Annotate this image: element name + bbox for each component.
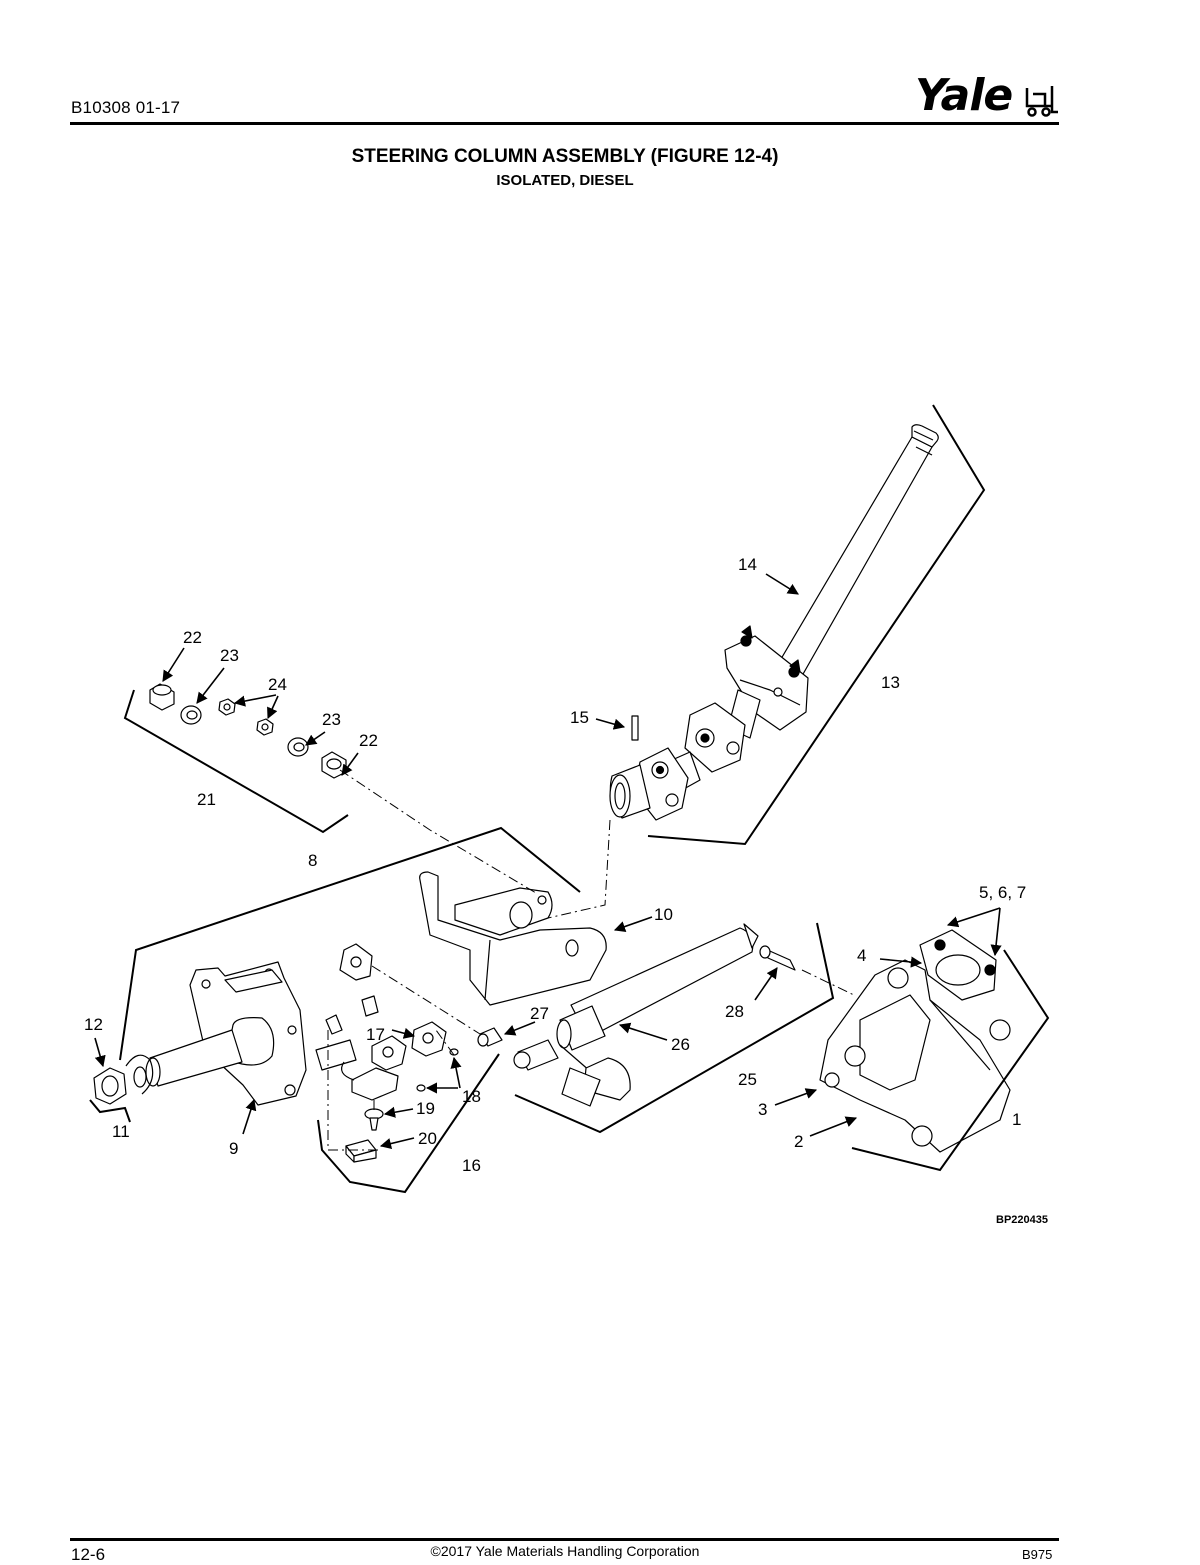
figure-id: BP220435 bbox=[996, 1214, 1048, 1226]
leader-28 bbox=[754, 967, 778, 1001]
leader-5-7b bbox=[990, 907, 1002, 957]
leader-5-7a bbox=[946, 907, 1001, 928]
column-base-housing bbox=[819, 959, 1011, 1153]
callout-labels: 1 2 3 4 5, 6, 7 8 9 10 11 12 13 14 15 16… bbox=[84, 555, 1026, 1175]
callout-13: 13 bbox=[881, 673, 900, 692]
callout-25: 25 bbox=[738, 1070, 757, 1089]
callout-9: 9 bbox=[229, 1139, 238, 1158]
leader-18a bbox=[450, 1056, 462, 1089]
callout-26: 26 bbox=[671, 1035, 690, 1054]
gas-spring bbox=[513, 923, 759, 1071]
callout-18: 18 bbox=[462, 1087, 481, 1106]
leader-2 bbox=[809, 1116, 858, 1137]
callout-14: 14 bbox=[738, 555, 757, 574]
copyright-notice: ©2017 Yale Materials Handling Corporatio… bbox=[430, 1543, 700, 1559]
stud-22-left bbox=[149, 683, 175, 711]
callout-22-left: 22 bbox=[183, 628, 202, 647]
leader-24a bbox=[233, 694, 277, 707]
column-mount-bracket bbox=[724, 625, 809, 731]
document-code: B10308 01-17 bbox=[71, 98, 181, 117]
callout-8: 8 bbox=[308, 851, 317, 870]
callout-23-left: 23 bbox=[220, 646, 239, 665]
callout-1: 1 bbox=[1012, 1110, 1021, 1129]
roll-pin bbox=[631, 715, 639, 741]
clip-17 bbox=[371, 1021, 447, 1071]
tilt-latch-plate bbox=[315, 1014, 357, 1071]
spacer-27 bbox=[477, 1027, 503, 1047]
leader-10 bbox=[613, 916, 653, 932]
gas-spring-release-lever bbox=[559, 1044, 631, 1107]
publication-code: B975 bbox=[1022, 1547, 1053, 1562]
leader-17 bbox=[391, 1027, 416, 1039]
callout-27: 27 bbox=[530, 1004, 549, 1023]
grouping-brackets bbox=[89, 404, 1050, 1194]
insert-20 bbox=[345, 1139, 377, 1163]
leader-12 bbox=[94, 1037, 106, 1068]
yale-logo: Yale bbox=[915, 70, 1058, 121]
callout-3: 3 bbox=[758, 1100, 767, 1119]
stud-22-right bbox=[321, 751, 347, 779]
universal-joint-lower bbox=[609, 747, 689, 821]
callout-17: 17 bbox=[366, 1025, 385, 1044]
callout-22-right: 22 bbox=[359, 731, 378, 750]
snap-ring-11 bbox=[125, 1054, 154, 1095]
callout-11: 11 bbox=[112, 1122, 130, 1141]
tilt-pivot-bracket bbox=[419, 871, 607, 1006]
leader-27 bbox=[503, 1021, 536, 1036]
hex-nut-12 bbox=[93, 1067, 127, 1105]
leader-3 bbox=[774, 1088, 818, 1106]
callout-28: 28 bbox=[725, 1002, 744, 1021]
figure-title: STEERING COLUMN ASSEMBLY (FIGURE 12-4) bbox=[351, 146, 779, 167]
header-rule bbox=[70, 122, 1059, 125]
logo-wordmark: Yale bbox=[915, 70, 1012, 121]
leader-9 bbox=[242, 1098, 257, 1135]
isolator-mount-4 bbox=[919, 929, 997, 1001]
switch-connector bbox=[341, 1061, 399, 1101]
steering-shaft bbox=[764, 424, 939, 698]
leader-22b bbox=[341, 752, 359, 776]
callout-19: 19 bbox=[416, 1099, 435, 1118]
leader-14 bbox=[765, 573, 799, 595]
callout-2: 2 bbox=[794, 1132, 803, 1151]
nut-24-left bbox=[218, 698, 236, 716]
callout-10: 10 bbox=[654, 905, 673, 924]
leader-4 bbox=[879, 956, 923, 968]
callout-23-right: 23 bbox=[322, 710, 341, 729]
callout-15: 15 bbox=[570, 708, 589, 727]
lever-pivot bbox=[339, 943, 379, 1017]
leader-20 bbox=[379, 1137, 415, 1150]
callout-16: 16 bbox=[462, 1156, 481, 1175]
callout-12: 12 bbox=[84, 1015, 103, 1034]
leader-19 bbox=[383, 1106, 414, 1118]
nut-24-right bbox=[256, 718, 274, 736]
leader-23a bbox=[196, 667, 225, 704]
washer-23-right bbox=[287, 737, 309, 757]
leader-22a bbox=[162, 647, 185, 682]
leader-26 bbox=[618, 1022, 668, 1041]
leader-15 bbox=[595, 718, 626, 730]
screw-18 bbox=[416, 1048, 459, 1092]
callout-24: 24 bbox=[268, 675, 287, 694]
callout-20: 20 bbox=[418, 1129, 437, 1148]
pin-28 bbox=[759, 945, 796, 971]
callout-21: 21 bbox=[197, 790, 216, 809]
washer-23-left bbox=[180, 705, 202, 725]
screw-19 bbox=[364, 1108, 384, 1131]
leader-24b bbox=[267, 695, 279, 720]
leader-23b bbox=[305, 731, 326, 746]
figure-subtitle: ISOLATED, DIESEL bbox=[496, 172, 634, 189]
steering-column-tube bbox=[133, 1017, 275, 1088]
callout-4: 4 bbox=[857, 946, 866, 965]
callout-5-6-7: 5, 6, 7 bbox=[979, 883, 1026, 902]
footer-rule bbox=[70, 1538, 1059, 1541]
callout-leaders bbox=[94, 573, 1002, 1150]
forklift-icon bbox=[1025, 86, 1058, 117]
